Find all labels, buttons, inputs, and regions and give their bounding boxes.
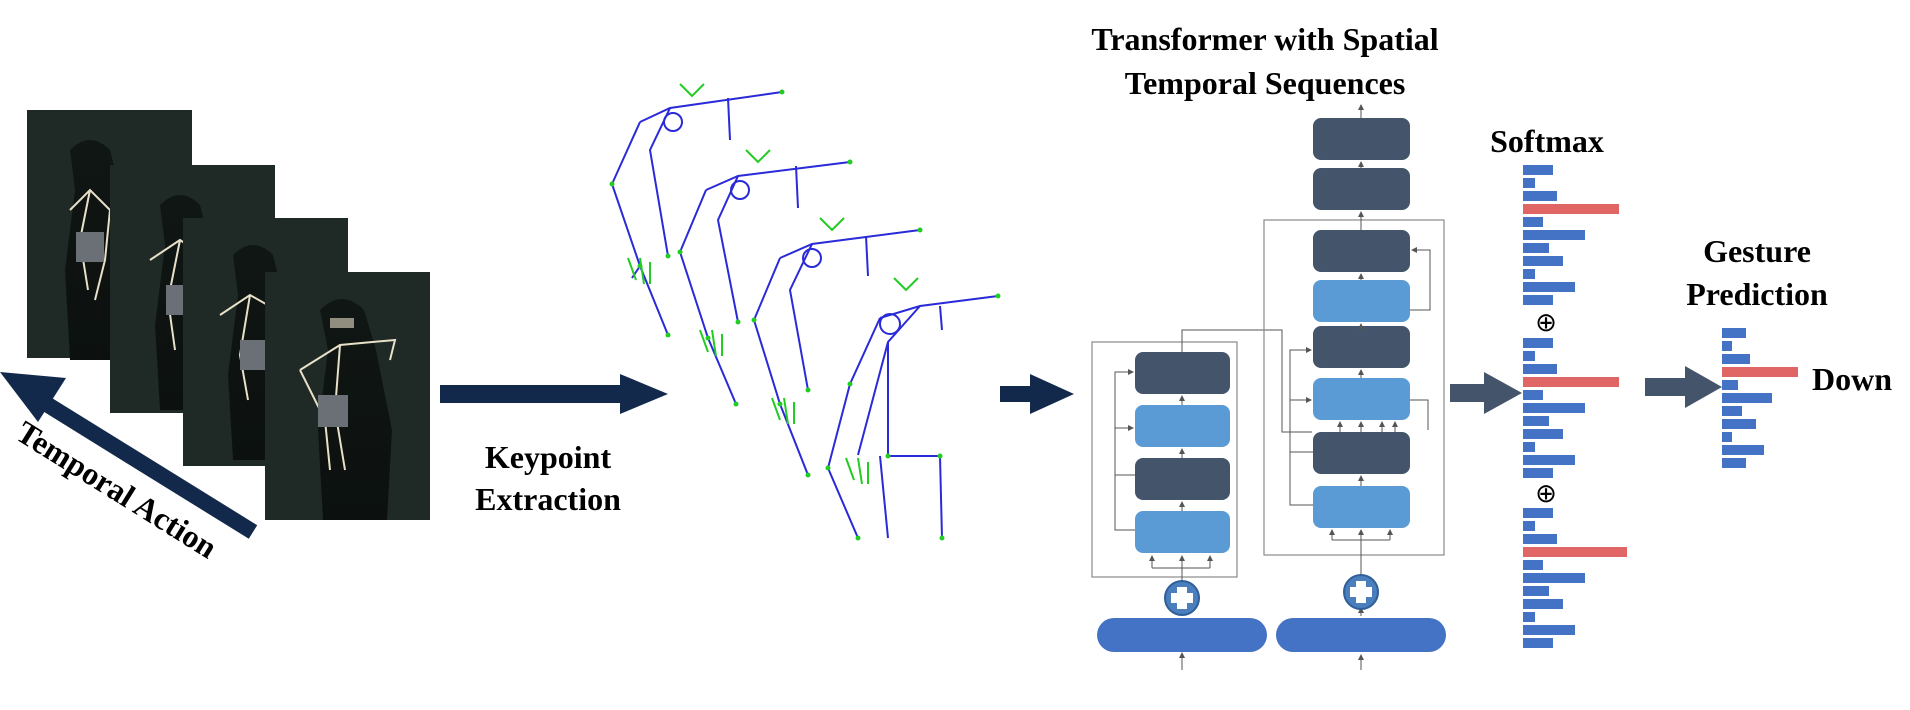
video-frames <box>27 110 430 520</box>
softmax-group2-bar <box>1523 429 1563 439</box>
softmax-bars <box>1523 165 1627 648</box>
softmax-group2-bar <box>1523 468 1553 478</box>
prediction-bar <box>1722 458 1746 468</box>
encoder-add-icon <box>1171 587 1193 609</box>
sum-icon-1: ⊕ <box>1535 308 1557 338</box>
prediction-bar <box>1722 419 1756 429</box>
softmax-group3-bar <box>1523 612 1535 622</box>
encoder-block-light-bottom <box>1135 511 1230 553</box>
softmax-group2-bar <box>1523 455 1575 465</box>
prediction-bar <box>1722 393 1772 403</box>
softmax-group2-bar <box>1523 416 1549 426</box>
softmax-group3-bar <box>1523 547 1627 557</box>
softmax-group2-bar <box>1523 403 1585 413</box>
prediction-bars <box>1722 328 1798 468</box>
softmax-group1-bar <box>1523 243 1549 253</box>
softmax-group3-bar <box>1523 560 1543 570</box>
decoder-block-2 <box>1313 280 1410 322</box>
softmax-group3-bar <box>1523 638 1553 648</box>
encoder-block-dark-bottom <box>1135 458 1230 500</box>
softmax-group2-bar <box>1523 338 1553 348</box>
decoder-embedding <box>1276 618 1446 652</box>
decoder-block-3 <box>1313 326 1410 368</box>
softmax-label: Softmax <box>1490 123 1604 159</box>
encoder-block-dark-top <box>1135 352 1230 394</box>
softmax-group2-bar <box>1523 442 1535 452</box>
arrow-to-softmax <box>1450 372 1522 414</box>
arrow-to-keypoints <box>440 374 668 414</box>
output-block-second <box>1313 168 1410 210</box>
softmax-group3-bar <box>1523 508 1553 518</box>
decoder-block-5 <box>1313 432 1410 474</box>
skeleton-joints <box>609 89 1001 541</box>
decoder-block-4 <box>1313 378 1410 420</box>
decoder-stack <box>1263 104 1446 670</box>
output-block-top <box>1313 118 1410 160</box>
temporal-action-arrow <box>0 372 258 539</box>
softmax-group1-bar <box>1523 165 1553 175</box>
softmax-group3-bar <box>1523 521 1535 531</box>
softmax-group1-bar <box>1523 256 1563 266</box>
gesture-label-line2: Prediction <box>1686 276 1828 312</box>
softmax-group1-bar <box>1523 191 1557 201</box>
prediction-bar <box>1722 367 1798 377</box>
transformer-title-line1: Transformer with Spatial <box>1091 21 1438 57</box>
arrow-to-transformer <box>1000 374 1074 414</box>
keypoint-label-line2: Extraction <box>475 481 621 517</box>
prediction-bar <box>1722 445 1764 455</box>
skeleton-4 <box>826 277 999 539</box>
softmax-group3-bar <box>1523 599 1563 609</box>
gesture-label-line1: Gesture <box>1703 233 1811 269</box>
skeleton-1 <box>610 83 783 336</box>
softmax-group3-bar <box>1523 573 1585 583</box>
softmax-group2-bar <box>1523 364 1557 374</box>
softmax-group2-bar <box>1523 351 1535 361</box>
prediction-value: Down <box>1812 361 1892 397</box>
encoder-embedding <box>1097 618 1267 652</box>
softmax-group1-bar <box>1523 230 1585 240</box>
video-frame-4 <box>265 272 430 520</box>
softmax-group3-bar <box>1523 586 1549 596</box>
skeleton-2 <box>678 149 851 405</box>
arrow-to-prediction <box>1645 366 1722 408</box>
prediction-bar <box>1722 354 1750 364</box>
prediction-bar <box>1722 432 1732 442</box>
sum-icon-2: ⊕ <box>1535 479 1557 509</box>
encoder-stack <box>1091 329 1312 670</box>
prediction-bar <box>1722 380 1738 390</box>
softmax-group1-bar <box>1523 295 1553 305</box>
decoder-add-icon <box>1350 581 1372 603</box>
softmax-group3-bar <box>1523 625 1575 635</box>
encoder-block-light-top <box>1135 405 1230 447</box>
softmax-group1-bar <box>1523 269 1535 279</box>
decoder-block-1 <box>1313 230 1410 272</box>
softmax-group2-bar <box>1523 377 1619 387</box>
prediction-bar <box>1722 406 1742 416</box>
softmax-group1-bar <box>1523 282 1575 292</box>
skeleton-3 <box>752 217 921 476</box>
softmax-group1-bar <box>1523 217 1543 227</box>
transformer-title-line2: Temporal Sequences <box>1125 65 1406 101</box>
keypoint-label-line1: Keypoint <box>485 439 612 475</box>
decoder-block-6 <box>1313 486 1410 528</box>
prediction-bar <box>1722 328 1746 338</box>
softmax-group1-bar <box>1523 204 1619 214</box>
softmax-group1-bar <box>1523 178 1535 188</box>
skeleton-sequence <box>609 83 1001 541</box>
softmax-group2-bar <box>1523 390 1543 400</box>
softmax-group3-bar <box>1523 534 1557 544</box>
prediction-bar <box>1722 341 1732 351</box>
